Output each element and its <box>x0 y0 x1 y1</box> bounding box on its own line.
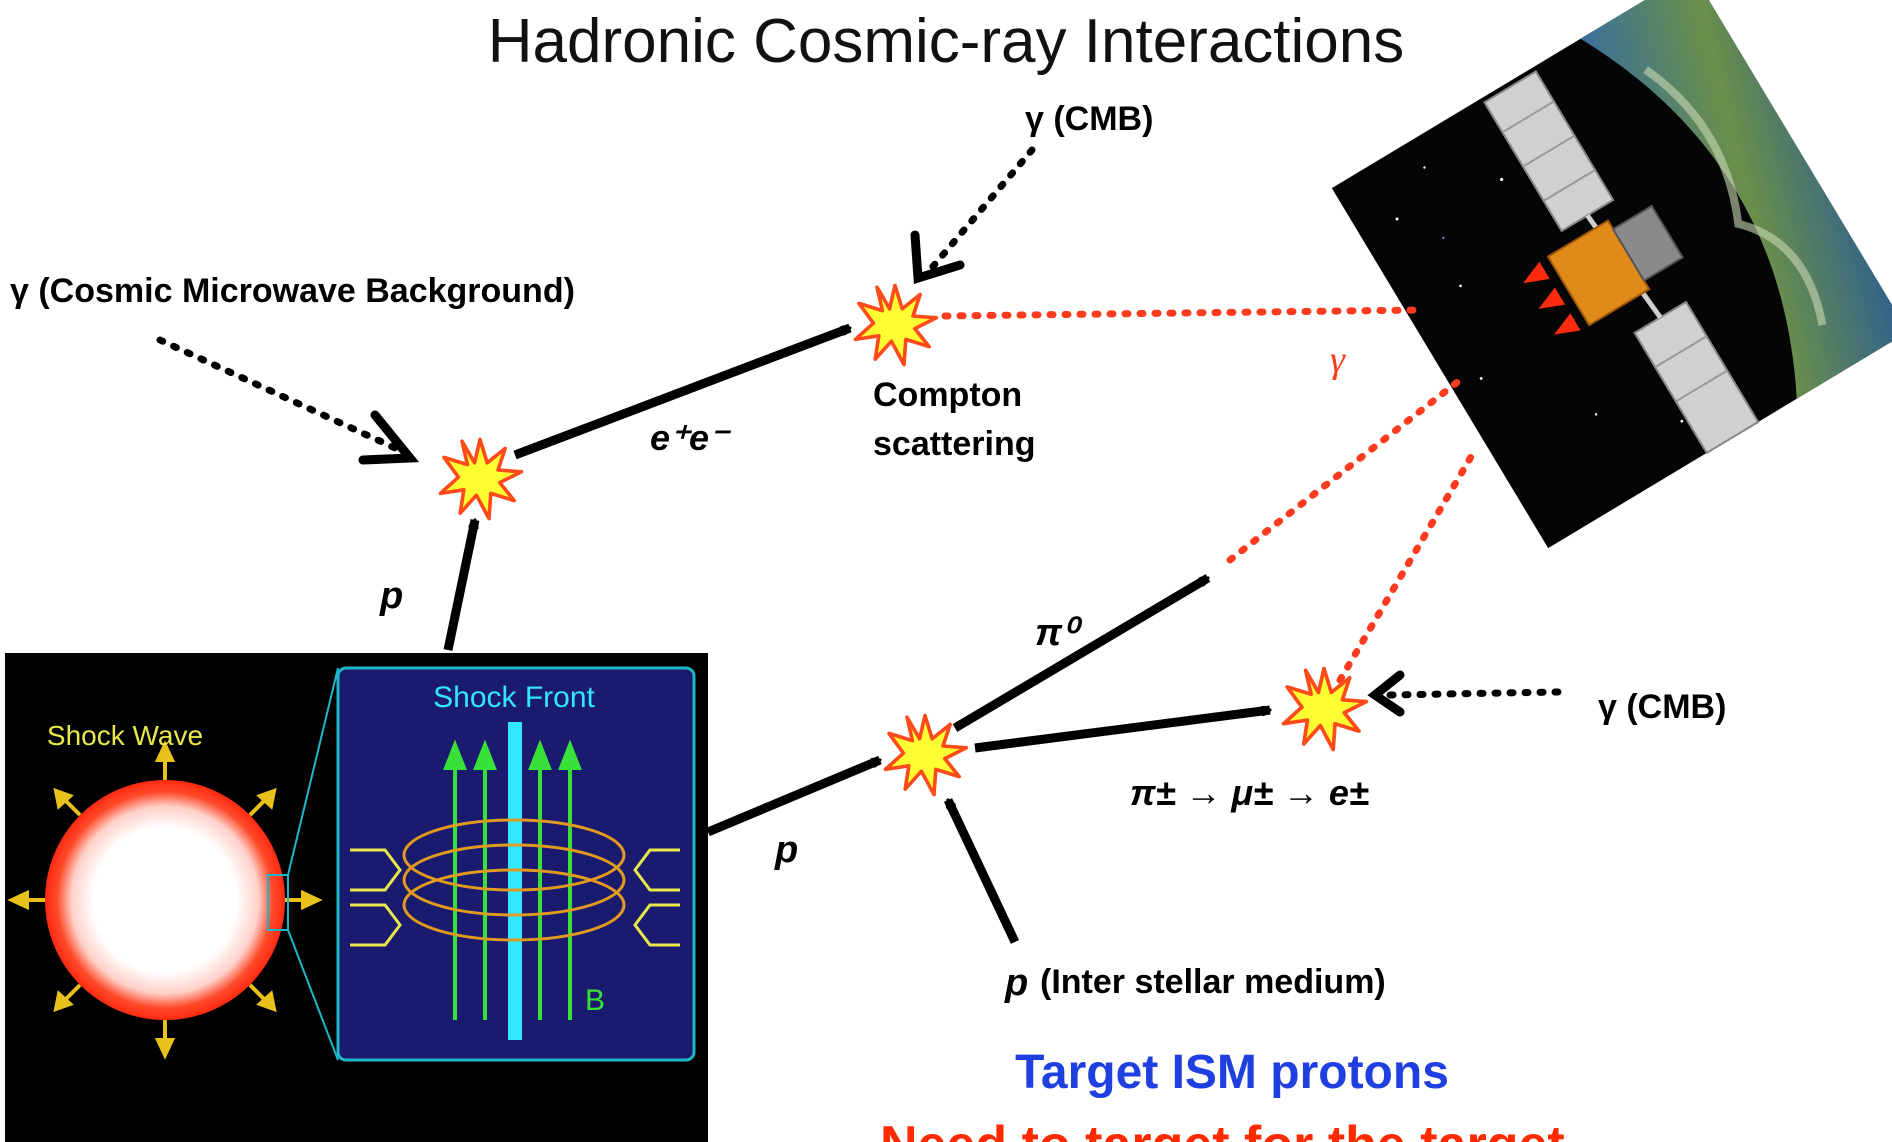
page-title: Hadronic Cosmic-ray Interactions <box>488 7 1405 76</box>
arrow-cmb-right <box>1386 688 1562 699</box>
shock-front-bar <box>508 722 522 1040</box>
target-need-label: Need to target for the target <box>880 1116 1565 1142</box>
gamma-arrivals-icon <box>1523 261 1581 335</box>
pi0-label: π⁰ <box>1035 612 1083 654</box>
cmb-arrowheads <box>358 230 1405 717</box>
proton-up-label: p <box>379 575 403 617</box>
star-burst-icon <box>438 437 524 521</box>
target-protons-label: Target ISM protons <box>1015 1046 1449 1099</box>
proton-ism-label: (Inter stellar medium) <box>1040 963 1386 1001</box>
compton-label-line2: scattering <box>873 425 1036 463</box>
shock-inset: Shock Wave Shock Front B <box>5 653 708 1142</box>
b-field-label: B <box>585 984 605 1017</box>
star-burst-icon <box>883 713 969 797</box>
arrow-ee <box>513 323 850 460</box>
field-loops <box>350 818 680 947</box>
proton-ism-symbol: p <box>1004 962 1028 1004</box>
arrow-proton-ism <box>943 800 1020 944</box>
arrow-pi0 <box>952 574 1208 732</box>
arrow-proton-up <box>443 520 480 651</box>
ee-label: e⁺e⁻ <box>650 417 732 458</box>
particle-arrows <box>443 323 1270 944</box>
gamma-cmb-top-label: γ (CMB) <box>1025 100 1153 138</box>
field-lines <box>443 739 582 1020</box>
pion-chain-label: π± → μ± → e± <box>1130 772 1369 813</box>
proton-lower-label: p <box>774 829 798 871</box>
cmb-photon-arrows <box>156 146 1562 699</box>
star-burst-icon <box>1281 666 1369 752</box>
star-burst-icon <box>853 283 939 367</box>
shock-wave-label: Shock Wave <box>47 720 203 751</box>
shock-wave-sphere <box>45 780 285 1020</box>
gamma-cmb-right-label: γ (CMB) <box>1598 688 1726 726</box>
gamma-red-label: γ <box>1330 339 1346 381</box>
gamma-cmb-left-label: γ (Cosmic Microwave Background) <box>10 272 575 310</box>
arrow-pion-charged <box>974 710 1270 753</box>
arrow-cmb-top <box>926 146 1036 274</box>
gamma-ray-lines <box>941 306 1479 684</box>
gamma-line-pi0 <box>1226 376 1464 564</box>
satellite-image <box>1331 0 1892 549</box>
compton-label-line1: Compton <box>873 376 1022 414</box>
shock-arrows <box>7 740 323 1060</box>
arrow-proton-lower <box>706 755 880 837</box>
gamma-line-pion <box>1336 446 1479 684</box>
arrow-cmb-left <box>156 336 399 452</box>
gamma-line-compton <box>941 306 1424 320</box>
shock-front-label: Shock Front <box>433 681 595 714</box>
